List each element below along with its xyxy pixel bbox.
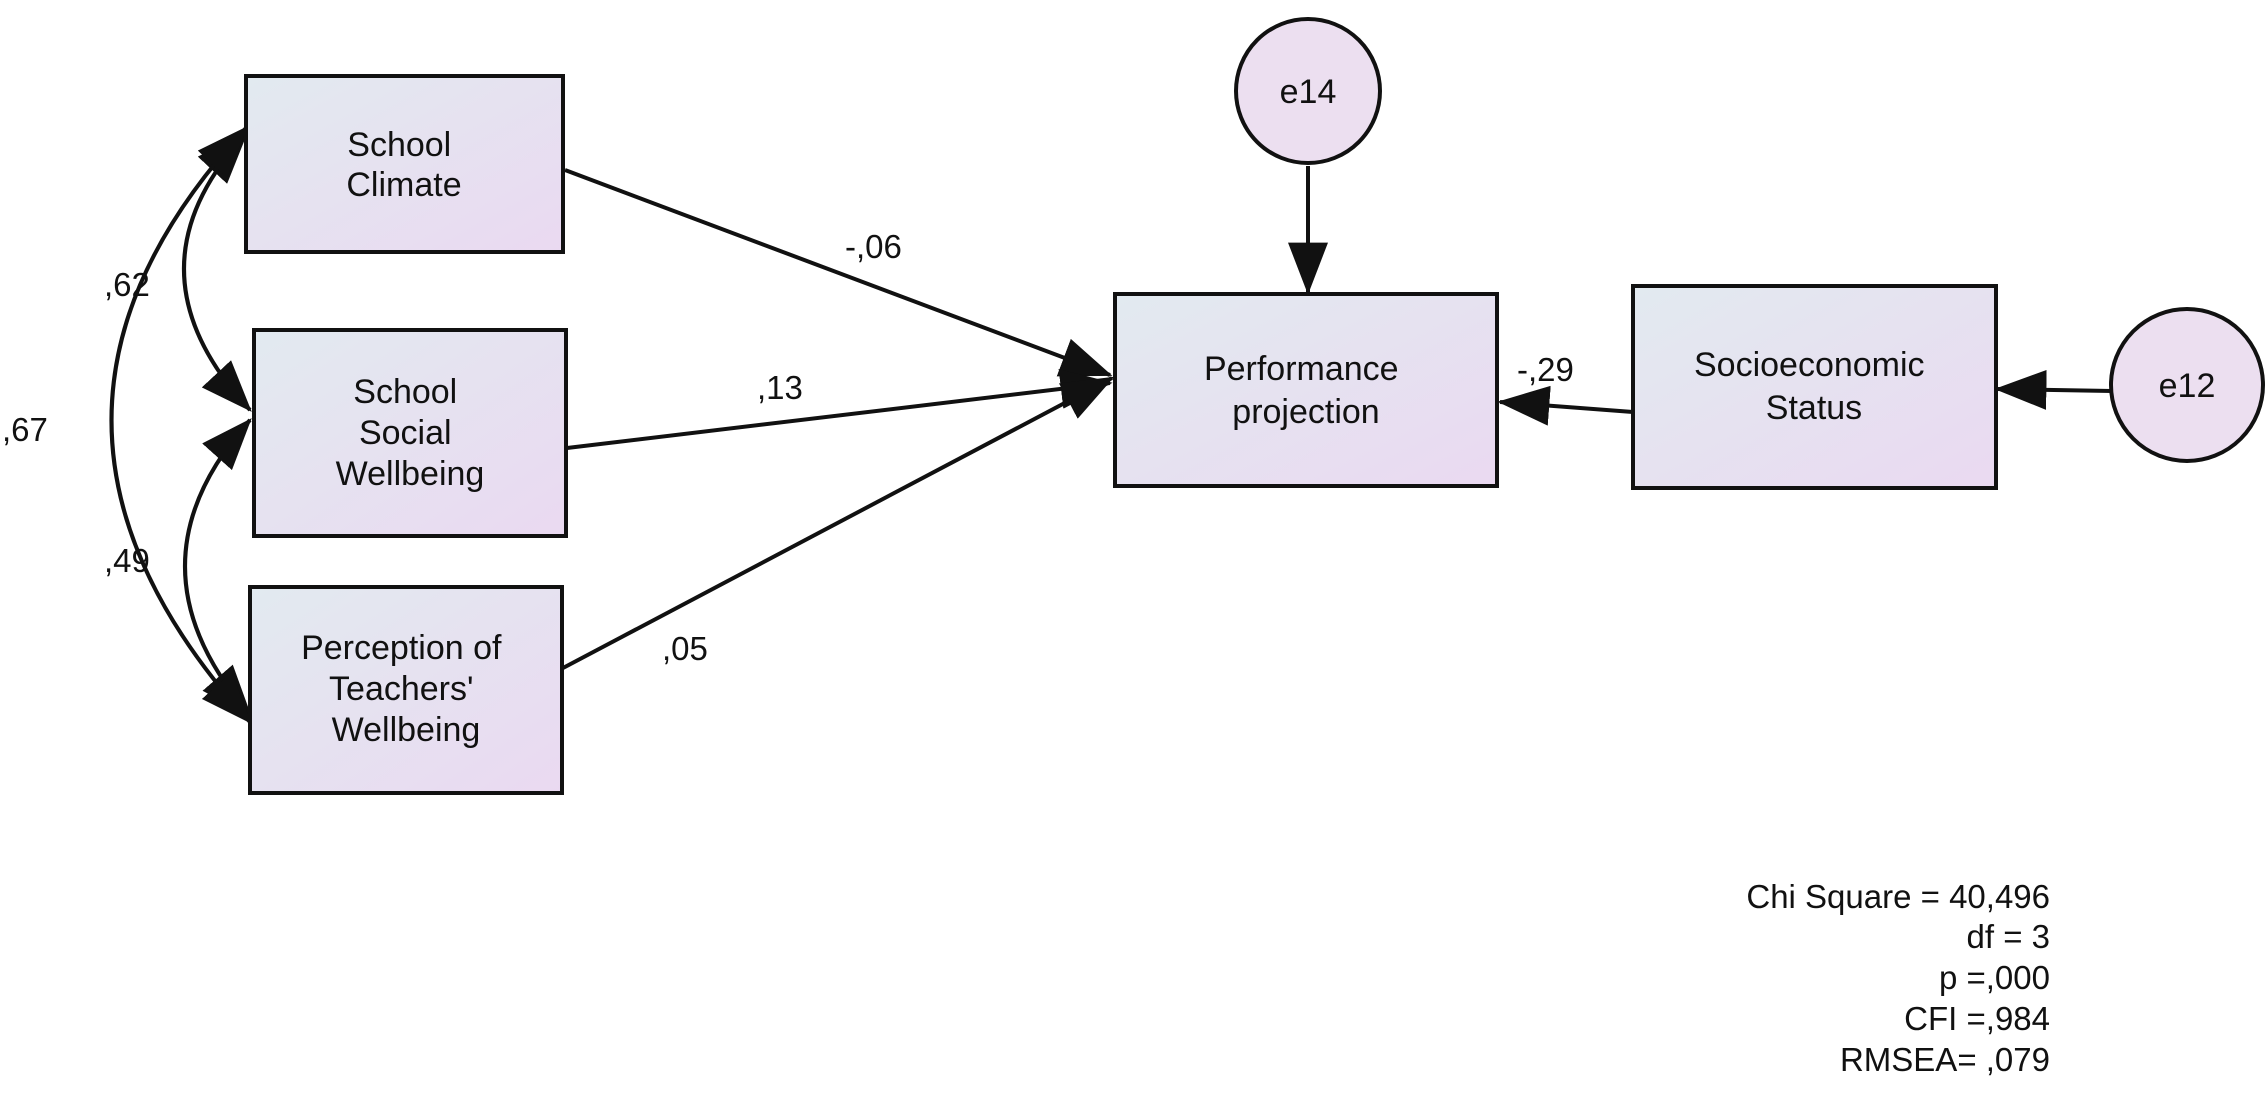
node-school-social-wellbeing: School Social Wellbeing [252,328,568,538]
path-e12-to-ses [1994,369,2113,410]
fit-index-line: Chi Square = 40,496 [1746,878,2050,915]
node-label-line: projection [1232,393,1379,431]
svg-text:Perception of Teachers': Perception of Teachers' Wellbeing [301,629,511,749]
error-term-label: e12 [2159,367,2216,405]
error-term-label: e14 [1280,73,1337,111]
node-label-line: School [353,373,457,411]
coef-climate-to-performance: -,06 [845,228,902,265]
fit-index-line: RMSEA= ,079 [1840,1041,2050,1078]
node-label-line: Wellbeing [332,711,481,749]
cov-arc-climate-teachers [109,126,252,724]
node-perception-teachers-wellbeing: Perception of Teachers' Wellbeing [248,585,564,795]
path-climate-to-performance [564,168,1113,377]
node-label-line: Climate [346,166,461,204]
node-performance-projection: Performance projection [1113,292,1499,488]
svg-text:School Social Well: School Social Wellbeing [336,373,485,493]
svg-text:School Climate: School Climate [346,126,461,204]
coef-social-to-performance: ,13 [757,369,803,406]
error-term-e14: e14 [1234,17,1382,165]
node-label-line: Perception of [301,629,502,667]
cov-arc-climate-social [182,132,252,412]
node-label-line: Wellbeing [336,455,485,493]
cov-arc-social-teachers [183,418,252,717]
error-term-e12: e12 [2109,307,2265,463]
node-label-line: School [347,126,451,164]
node-label-line: Socioeconomic [1694,346,1925,384]
path-social-to-performance [566,369,1113,450]
node-socioeconomic-status: Socioeconomic Status [1631,284,1998,490]
fit-index-line: CFI =,984 [1904,1000,2050,1037]
node-school-climate: School Climate [244,74,565,254]
fit-indices: Chi Square = 40,496 df = 3 p =,000 CFI =… [1746,878,2050,1078]
coef-teachers-to-performance: ,05 [662,630,708,667]
path-teachers-to-performance [562,376,1115,670]
node-label-line: Performance [1204,350,1399,388]
path-ses-to-performance [1497,385,1634,426]
coef-ses-to-performance: -,29 [1517,351,1574,388]
fit-index-line: p =,000 [1939,959,2050,996]
node-label-line: Status [1766,389,1862,427]
node-label-line: Social [359,414,452,452]
fit-index-line: df = 3 [1967,918,2050,955]
node-label-line: Teachers' [329,670,473,708]
coef-cov-climate-teachers: ,67 [2,411,48,448]
svg-text:Performance projection: Performance projection [1204,350,1408,431]
coef-cov-social-teachers: ,49 [104,542,150,579]
svg-text:Socioeconomic Status: Socioeconomic Status [1694,346,1934,427]
coef-cov-climate-social: ,62 [104,266,150,303]
